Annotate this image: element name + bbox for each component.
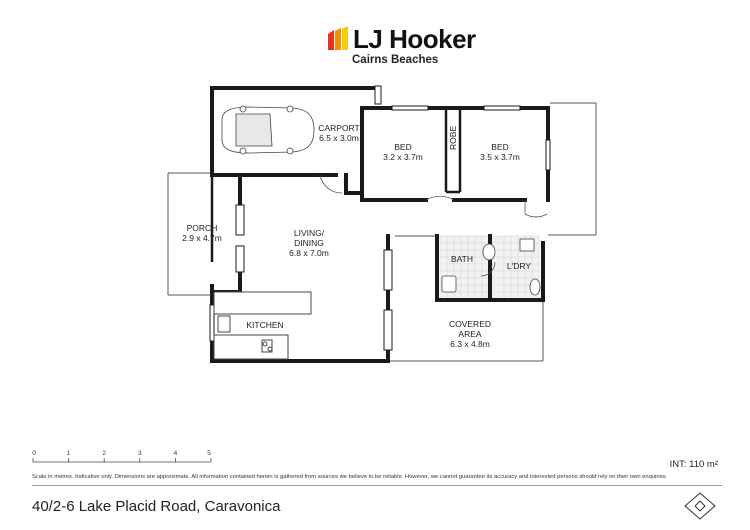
laundry-label: L'DRY — [507, 261, 531, 271]
porch-name: PORCH — [187, 223, 218, 233]
bed2-name: BED — [491, 142, 508, 152]
car-icon — [221, 105, 315, 155]
scale-tick-2: 2 — [102, 450, 106, 457]
disclaimer-text: Scale in metres. Indicative only. Dimens… — [32, 474, 668, 480]
living-size: 6.8 x 7.0m — [289, 248, 329, 258]
scale-bar: 0 1 2 3 4 5 — [32, 450, 212, 463]
property-address: 40/2-6 Lake Placid Road, Caravonica — [32, 498, 281, 515]
robe-label: ROBE — [448, 126, 458, 150]
brand-office: Cairns Beaches — [352, 54, 439, 66]
footer-divider — [32, 485, 722, 486]
covered-name-line2: AREA — [458, 329, 481, 339]
north-arrow-icon — [684, 492, 716, 520]
kitchen-counter — [213, 291, 312, 360]
bed1-size: 3.2 x 3.7m — [383, 152, 423, 162]
living-name-line1: LIVING/ — [294, 228, 325, 238]
covered-name-line1: COVERED — [449, 319, 491, 329]
room-labels: CARPORT 6.5 x 3.0m BED 3.2 x 3.7m ROBE B… — [182, 123, 531, 349]
doors — [319, 174, 548, 277]
carport-size: 6.5 x 3.0m — [319, 133, 359, 143]
thin-outlines — [167, 102, 597, 362]
scale-tick-0: 0 — [32, 450, 36, 457]
scale-tick-1: 1 — [67, 450, 71, 457]
bed1-name: BED — [394, 142, 411, 152]
internal-area: INT: 110 m² — [669, 459, 718, 470]
lj-hooker-logo-icon — [328, 26, 348, 50]
brand-name: LJ Hooker — [353, 24, 476, 54]
porch-size: 2.9 x 4.7m — [182, 233, 222, 243]
scale-tick-5: 5 — [207, 450, 211, 457]
bathroom-fixtures — [441, 238, 541, 296]
windows — [209, 85, 551, 351]
kitchen-label: KITCHEN — [246, 320, 283, 330]
bath-label: BATH — [451, 254, 473, 264]
scale-tick-4: 4 — [174, 450, 178, 457]
bed2-size: 3.5 x 3.7m — [480, 152, 520, 162]
covered-size: 6.3 x 4.8m — [450, 339, 490, 349]
interior-walls — [210, 108, 462, 262]
living-name-line2: DINING — [294, 238, 324, 248]
carport-name: CARPORT — [318, 123, 359, 133]
scale-tick-3: 3 — [138, 450, 142, 457]
